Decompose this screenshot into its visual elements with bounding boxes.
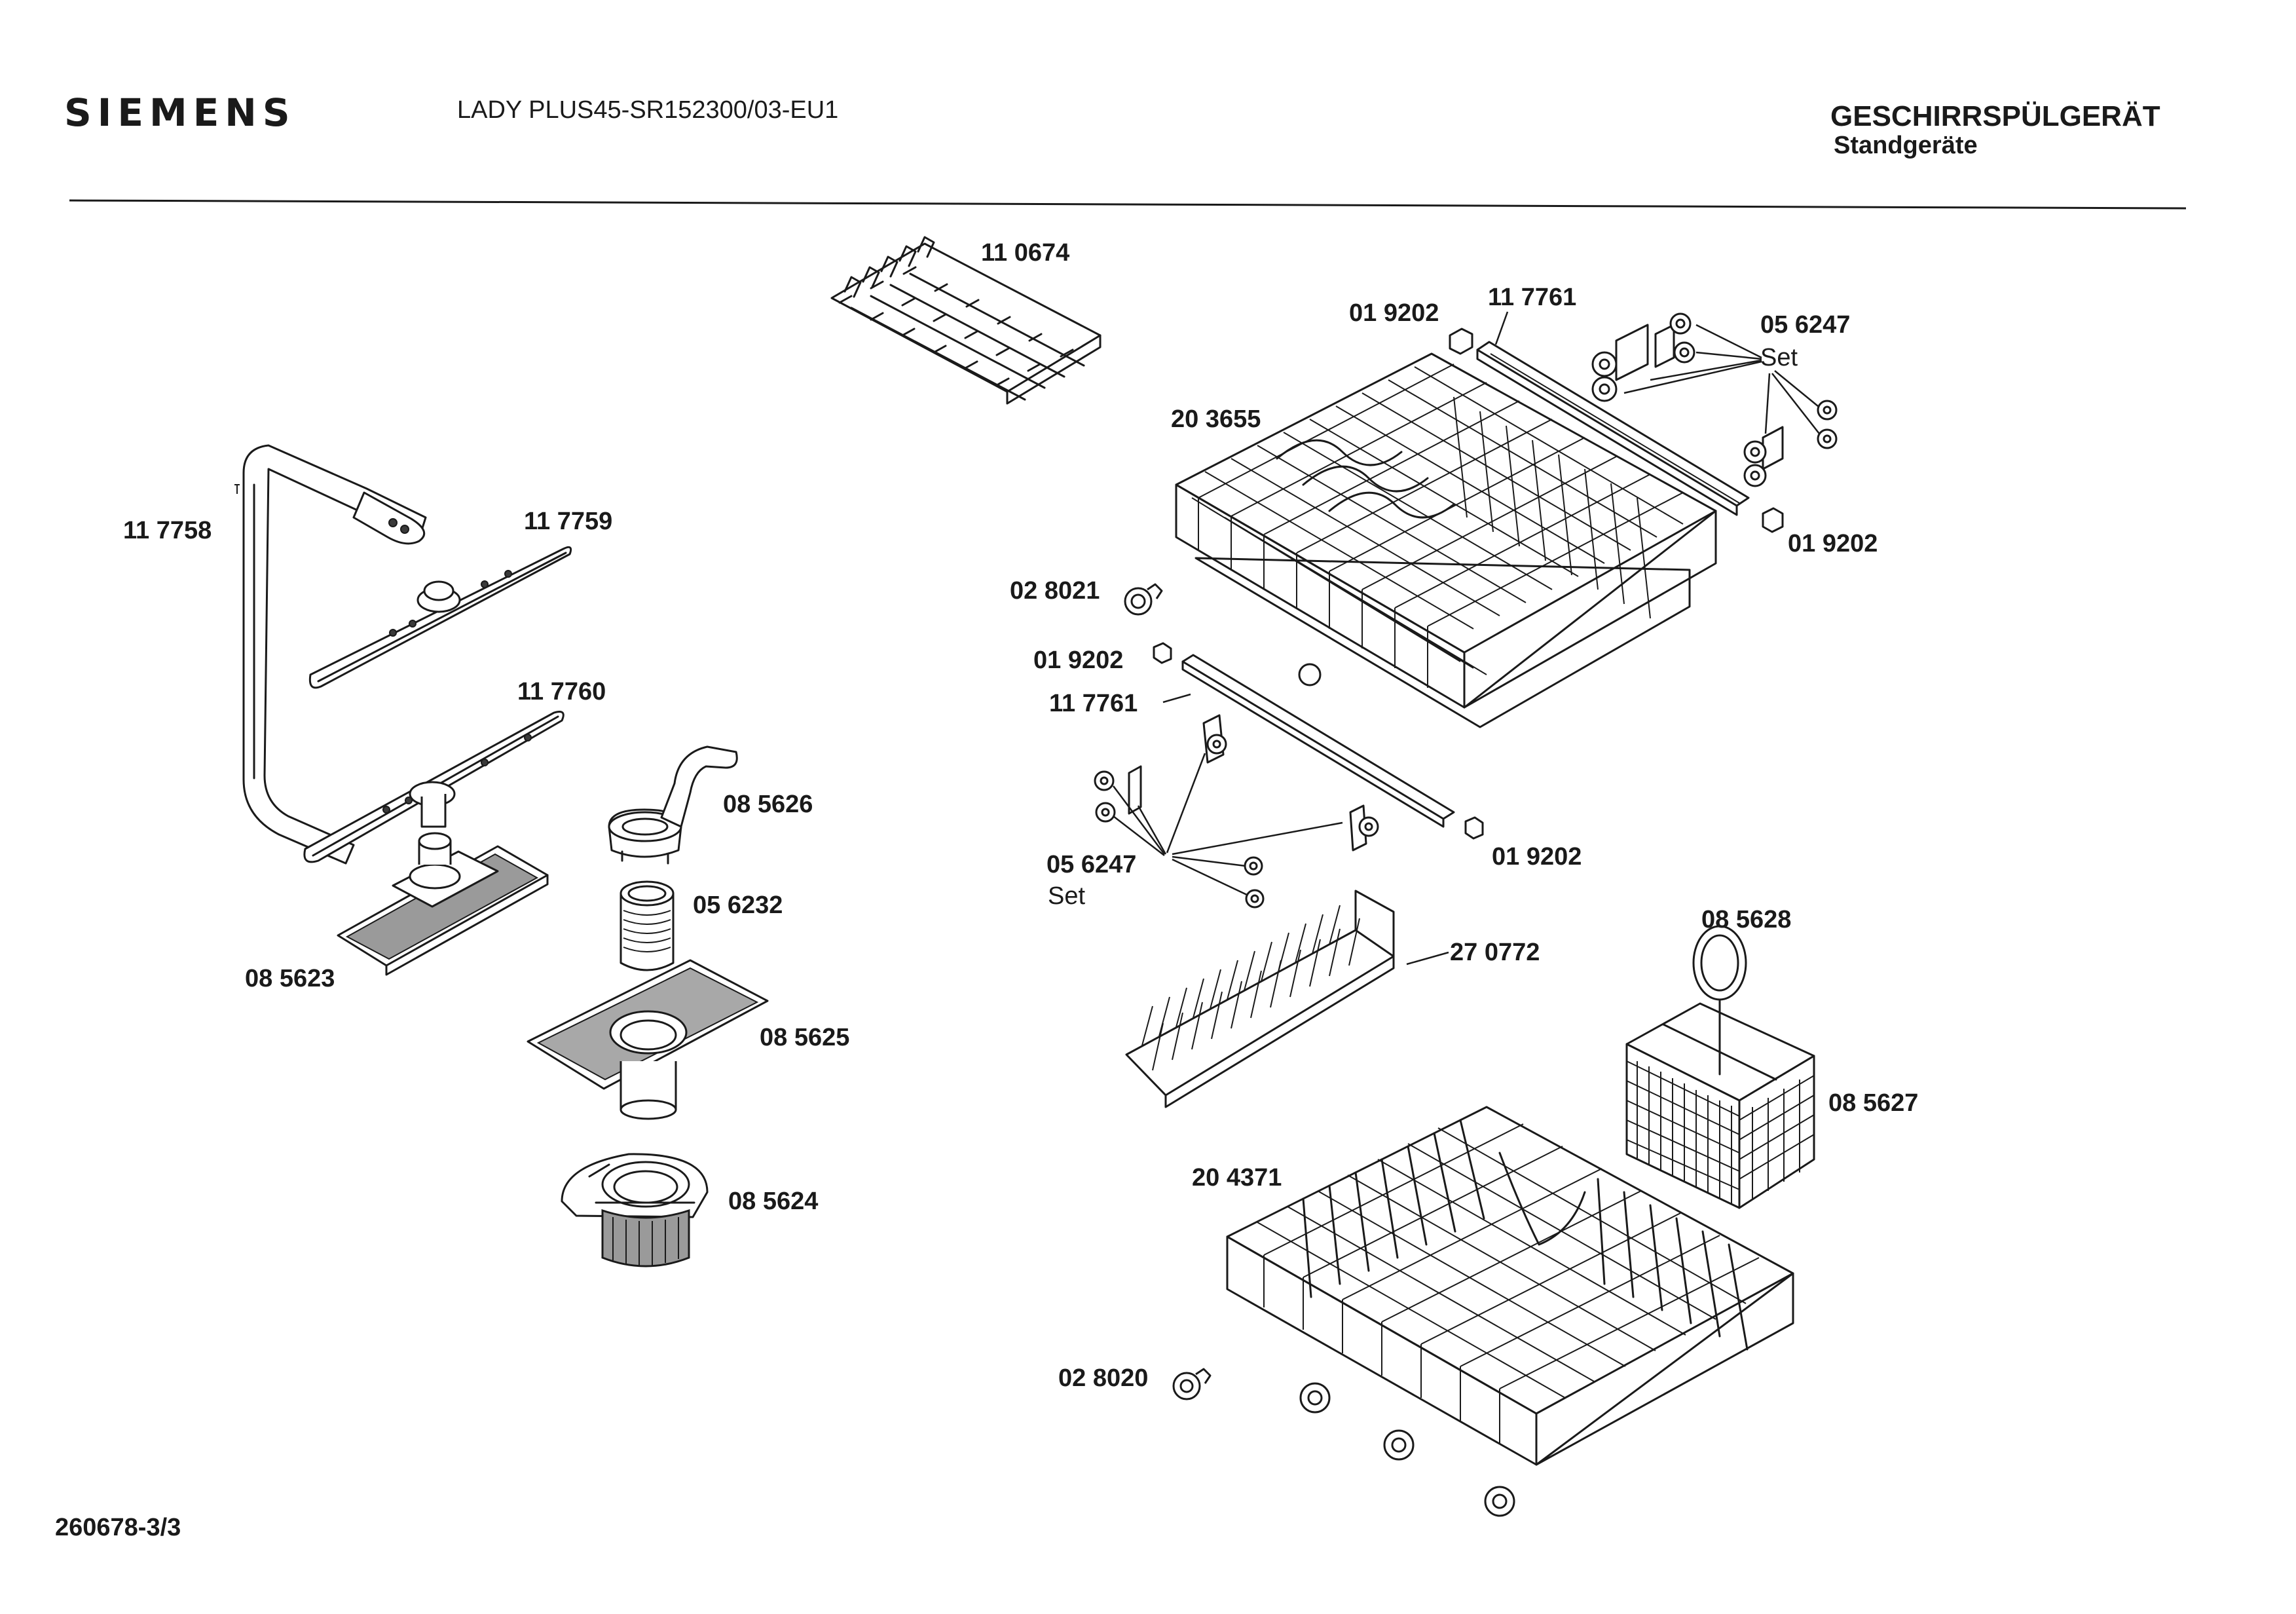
part-label-117758: 11 7758 [123, 517, 212, 544]
part-label-085628: 08 5628 [1701, 906, 1791, 933]
rail-stop-bottom-drawing [1464, 816, 1484, 840]
upper-rail-bottom-drawing [1181, 654, 1455, 828]
part-label-203655: 20 3655 [1171, 405, 1261, 433]
part-label-028020: 02 8020 [1058, 1364, 1148, 1392]
plate-rack-insert-drawing [1125, 890, 1395, 1108]
part-label-085627: 08 5627 [1828, 1089, 1918, 1117]
lower-spray-arm-drawing [303, 711, 565, 863]
part-label-028021: 02 8021 [1010, 577, 1100, 605]
lower-basket-drawing [1226, 1106, 1794, 1466]
brand-logo: SIEMENS [64, 90, 296, 135]
part-label-204371: 20 4371 [1192, 1164, 1282, 1192]
roller-set-bottom-leaders [1113, 753, 1343, 896]
document-subtitle: Standgeräte [1834, 132, 1978, 159]
part-label-085626: 08 5626 [723, 791, 813, 818]
upper-basket-drawing [1175, 352, 1717, 728]
rail-stop-top-drawing [1449, 328, 1473, 355]
part-label-117761-bottom: 11 7761 [1049, 690, 1138, 717]
part-label-085624: 08 5624 [728, 1188, 818, 1215]
filter-cylinder-drawing [620, 880, 675, 971]
drawing-number: 260678-3/3 [55, 1514, 181, 1541]
lower-basket-wheels [1299, 1382, 1515, 1517]
flat-filter-plate-drawing [527, 959, 769, 1120]
part-label-056232: 05 6232 [693, 891, 783, 919]
roller-set-top-leaders [1623, 324, 1820, 434]
lower-basket-knob-drawing [1172, 1368, 1212, 1400]
part-label-117761-top: 11 7761 [1488, 284, 1576, 311]
header-rule [69, 199, 2187, 210]
part-label-019202-left: 01 9202 [1033, 647, 1123, 674]
rail-stop-right-drawing [1762, 507, 1784, 533]
part-label-117760: 11 7760 [517, 678, 606, 705]
part-label-056247-bottom: 05 6247 [1046, 851, 1136, 878]
part-label-019202-top: 01 9202 [1349, 299, 1439, 327]
roller-set-bottom-drawing [1094, 714, 1379, 909]
set-label-top: Set [1760, 344, 1798, 371]
part-label-117759: 11 7759 [524, 508, 612, 535]
cutlery-basket-drawing [1625, 925, 1815, 1209]
cup-rack-insert-drawing [830, 236, 1102, 405]
part-label-056247-top: 05 6247 [1760, 311, 1850, 339]
upper-basket-knob-drawing [1124, 583, 1163, 616]
spray-arm-bearing-drawing [337, 832, 549, 976]
rail-stop-left-drawing [1153, 642, 1172, 664]
part-label-270772: 27 0772 [1450, 939, 1540, 966]
part-label-085623: 08 5623 [245, 965, 335, 992]
upper-rail-top-drawing [1476, 341, 1750, 516]
filter-ring-with-handle-drawing [608, 745, 738, 865]
upper-spray-arm-drawing [308, 546, 572, 689]
spray-arm-supply-tube-drawing [234, 444, 427, 865]
part-label-085625: 08 5625 [760, 1024, 849, 1051]
part-label-110674: 11 0674 [981, 239, 1069, 267]
part-label-019202-bottom: 01 9202 [1492, 843, 1582, 871]
roller-set-top-drawing [1591, 312, 1838, 487]
set-label-bottom: Set [1048, 882, 1085, 910]
document-title: GESCHIRRSPÜLGERÄT [1830, 100, 2160, 132]
part-label-019202-right: 01 9202 [1788, 530, 1878, 557]
model-number: LADY PLUS45-SR152300/03-EU1 [457, 96, 838, 124]
micro-filter-drawing [561, 1153, 709, 1267]
